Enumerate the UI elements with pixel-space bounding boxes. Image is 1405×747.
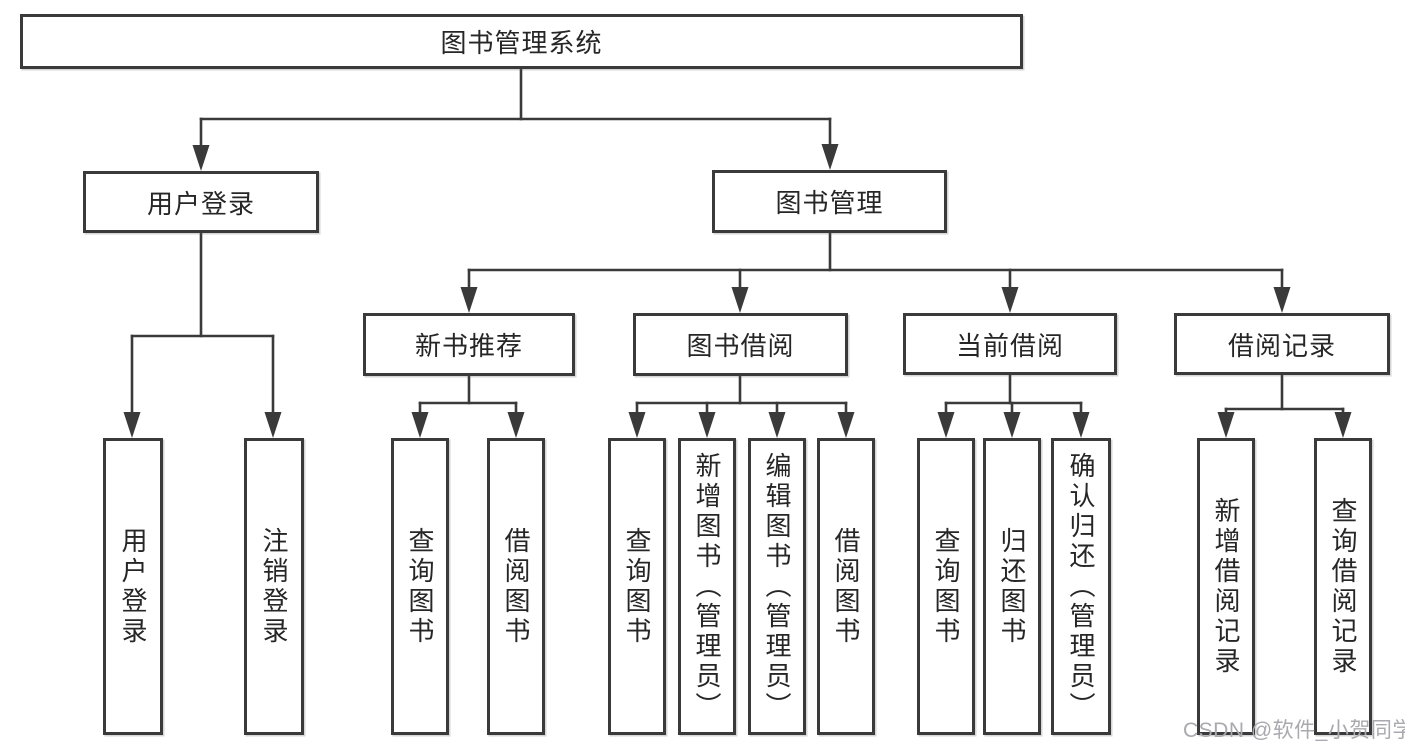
- leaf-logout: 注销登录: [244, 438, 304, 735]
- arrow-down-icon: [731, 287, 749, 313]
- leaf-borrow-books-recommend-label: 借阅图书: [501, 526, 531, 647]
- arrow-down-icon: [1001, 287, 1019, 313]
- leaf-add-borrow-record: 新增借阅记录: [1197, 438, 1255, 735]
- leaf-logout-label: 注销登录: [259, 526, 289, 647]
- arrow-down-icon: [507, 412, 525, 438]
- leaf-edit-books-admin: 编辑图书（管理员）: [748, 438, 806, 735]
- leaf-edit-books-admin-label: 编辑图书（管理员）: [762, 451, 792, 722]
- arrow-down-icon: [628, 412, 646, 438]
- node-root: 图书管理系统: [20, 14, 1023, 69]
- leaf-query-books-current: 查询图书: [917, 438, 975, 735]
- arrow-down-icon: [837, 412, 855, 438]
- arrow-down-icon: [123, 412, 141, 438]
- leaf-query-books-current-label: 查询图书: [931, 526, 961, 647]
- node-book-management-label: 图书管理: [775, 188, 884, 218]
- leaf-query-borrow-record-label: 查询借阅记录: [1328, 496, 1358, 677]
- arrow-down-icon: [768, 412, 786, 438]
- arrow-down-icon: [1273, 287, 1291, 313]
- node-current-borrow: 当前借阅: [903, 313, 1117, 375]
- node-root-label: 图书管理系统: [440, 28, 603, 58]
- arrow-down-icon: [460, 287, 478, 313]
- node-user-login-label: 用户登录: [146, 188, 255, 219]
- leaf-borrow-books: 借阅图书: [817, 438, 875, 735]
- leaf-borrow-books-label: 借阅图书: [831, 526, 861, 647]
- arrow-down-icon: [821, 144, 839, 170]
- node-user-login: 用户登录: [83, 171, 319, 233]
- node-new-book-recommend: 新书推荐: [363, 313, 575, 376]
- arrow-down-icon: [1072, 412, 1090, 438]
- leaf-confirm-return-admin: 确认归还（管理员）: [1051, 438, 1111, 735]
- leaf-user-login: 用户登录: [103, 438, 163, 735]
- arrow-down-icon: [192, 145, 210, 171]
- arrow-down-icon: [1334, 412, 1352, 438]
- leaf-add-borrow-record-label: 新增借阅记录: [1211, 496, 1241, 677]
- arrow-down-icon: [264, 412, 282, 438]
- node-new-book-recommend-label: 新书推荐: [414, 331, 523, 361]
- node-borrow-records-label: 借阅记录: [1227, 330, 1336, 361]
- leaf-add-books-admin: 新增图书（管理员）: [678, 438, 736, 735]
- node-current-borrow-label: 当前借阅: [955, 330, 1064, 361]
- node-book-borrow-label: 图书借阅: [686, 331, 795, 361]
- arrow-down-icon: [1003, 412, 1021, 438]
- leaf-borrow-books-recommend: 借阅图书: [487, 438, 545, 735]
- node-book-borrow: 图书借阅: [633, 313, 848, 376]
- leaf-add-books-admin-label: 新增图书（管理员）: [692, 451, 722, 722]
- leaf-return-books: 归还图书: [983, 438, 1041, 735]
- node-book-management: 图书管理: [712, 170, 947, 233]
- leaf-query-books-borrow-label: 查询图书: [622, 526, 652, 647]
- arrow-down-icon: [698, 412, 716, 438]
- leaf-query-borrow-record: 查询借阅记录: [1314, 438, 1372, 735]
- leaf-confirm-return-admin-label: 确认归还（管理员）: [1066, 451, 1096, 722]
- arrow-down-icon: [1217, 412, 1235, 438]
- leaf-return-books-label: 归还图书: [997, 526, 1027, 647]
- leaf-user-login-label: 用户登录: [118, 526, 148, 647]
- leaf-query-books-recommend: 查询图书: [391, 438, 449, 735]
- node-borrow-records: 借阅记录: [1174, 313, 1390, 375]
- leaf-query-books-recommend-label: 查询图书: [405, 526, 435, 647]
- watermark-text: CSDN @软件_小贺同学: [1183, 719, 1405, 742]
- arrow-down-icon: [411, 412, 429, 438]
- arrow-down-icon: [937, 412, 955, 438]
- leaf-query-books-borrow: 查询图书: [608, 438, 666, 735]
